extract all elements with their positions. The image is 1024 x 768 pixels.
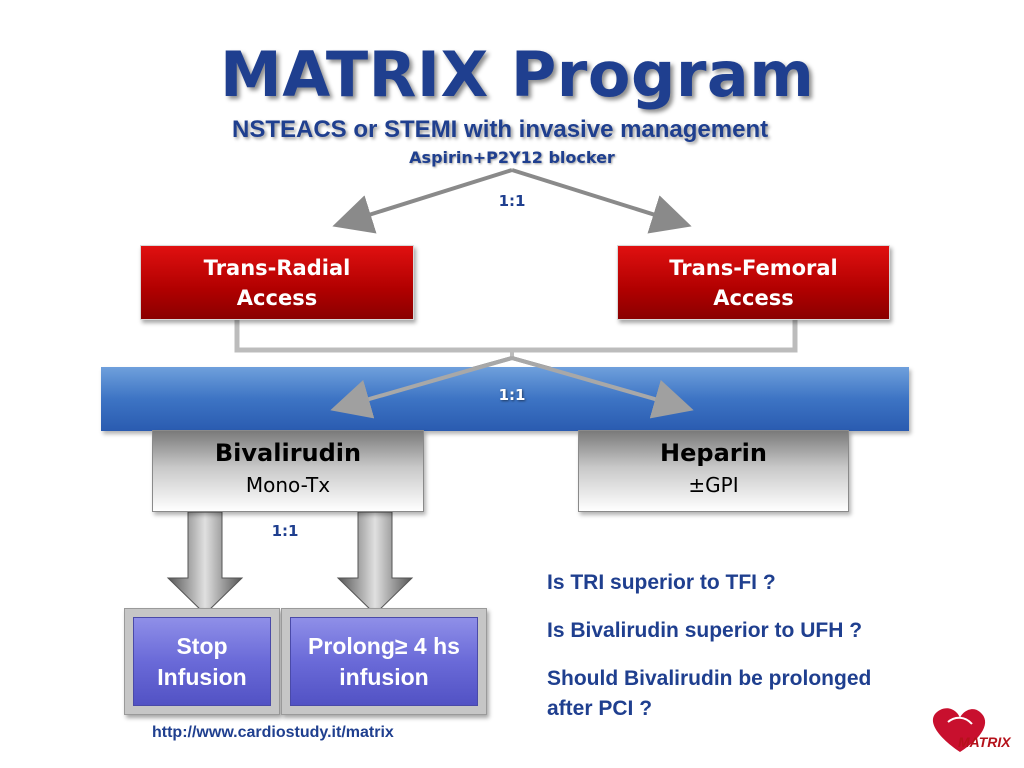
randomization-ratio-infusion: 1:1 <box>271 522 299 540</box>
prolong-infusion-box: Prolong≥ 4 hs infusion <box>281 608 487 715</box>
access-join-bracket <box>234 320 798 353</box>
heparin-label: Heparin <box>660 439 767 467</box>
heparin-sublabel: ±GPI <box>688 473 739 497</box>
prolong-infusion-label-2: infusion <box>339 663 429 690</box>
trans-femoral-label: Trans-Femoral <box>669 255 838 280</box>
trans-radial-box: Trans-Radial Access <box>140 245 414 320</box>
population-subtitle: NSTEACS or STEMI with invasive managemen… <box>232 116 769 143</box>
stop-infusion-label: Stop <box>176 632 228 659</box>
question-prolong-2: after PCI ? <box>547 697 653 720</box>
question-bivalirudin: Is Bivalirudin superior to UFH ? <box>547 619 863 642</box>
trans-radial-label-2: Access <box>236 285 318 310</box>
prolong-infusion-label: Prolong≥ 4 hs <box>308 632 460 659</box>
stop-infusion-box: Stop Infusion <box>124 608 280 715</box>
heparin-box: Heparin ±GPI <box>578 430 849 512</box>
page-title: MATRIX Program <box>220 38 815 111</box>
study-url-link[interactable]: http://www.cardiostudy.it/matrix <box>152 724 394 741</box>
therapy-subtitle: Aspirin+P2Y12 blocker <box>409 148 615 167</box>
bivalirudin-sublabel: Mono-Tx <box>245 473 331 497</box>
trans-femoral-box: Trans-Femoral Access <box>617 245 890 320</box>
trans-femoral-label-2: Access <box>713 285 794 310</box>
arrow-to-femoral <box>511 168 692 234</box>
question-tri: Is TRI superior to TFI ? <box>547 571 776 594</box>
down-arrow-stop <box>166 511 244 615</box>
arrow-to-radial <box>332 168 513 234</box>
randomization-ratio-drug: 1:1 <box>498 386 526 404</box>
trans-radial-label: Trans-Radial <box>203 255 351 280</box>
bivalirudin-label: Bivalirudin <box>214 439 362 467</box>
randomization-ratio-access: 1:1 <box>498 192 526 210</box>
matrix-logo-heart-icon <box>932 708 986 752</box>
down-arrow-prolong <box>336 511 414 615</box>
stop-infusion-label-2: Infusion <box>157 663 247 690</box>
question-prolong: Should Bivalirudin be prolonged <box>547 667 872 690</box>
bivalirudin-box: Bivalirudin Mono-Tx <box>152 430 424 512</box>
matrix-logo: MATRIX <box>958 734 1011 750</box>
